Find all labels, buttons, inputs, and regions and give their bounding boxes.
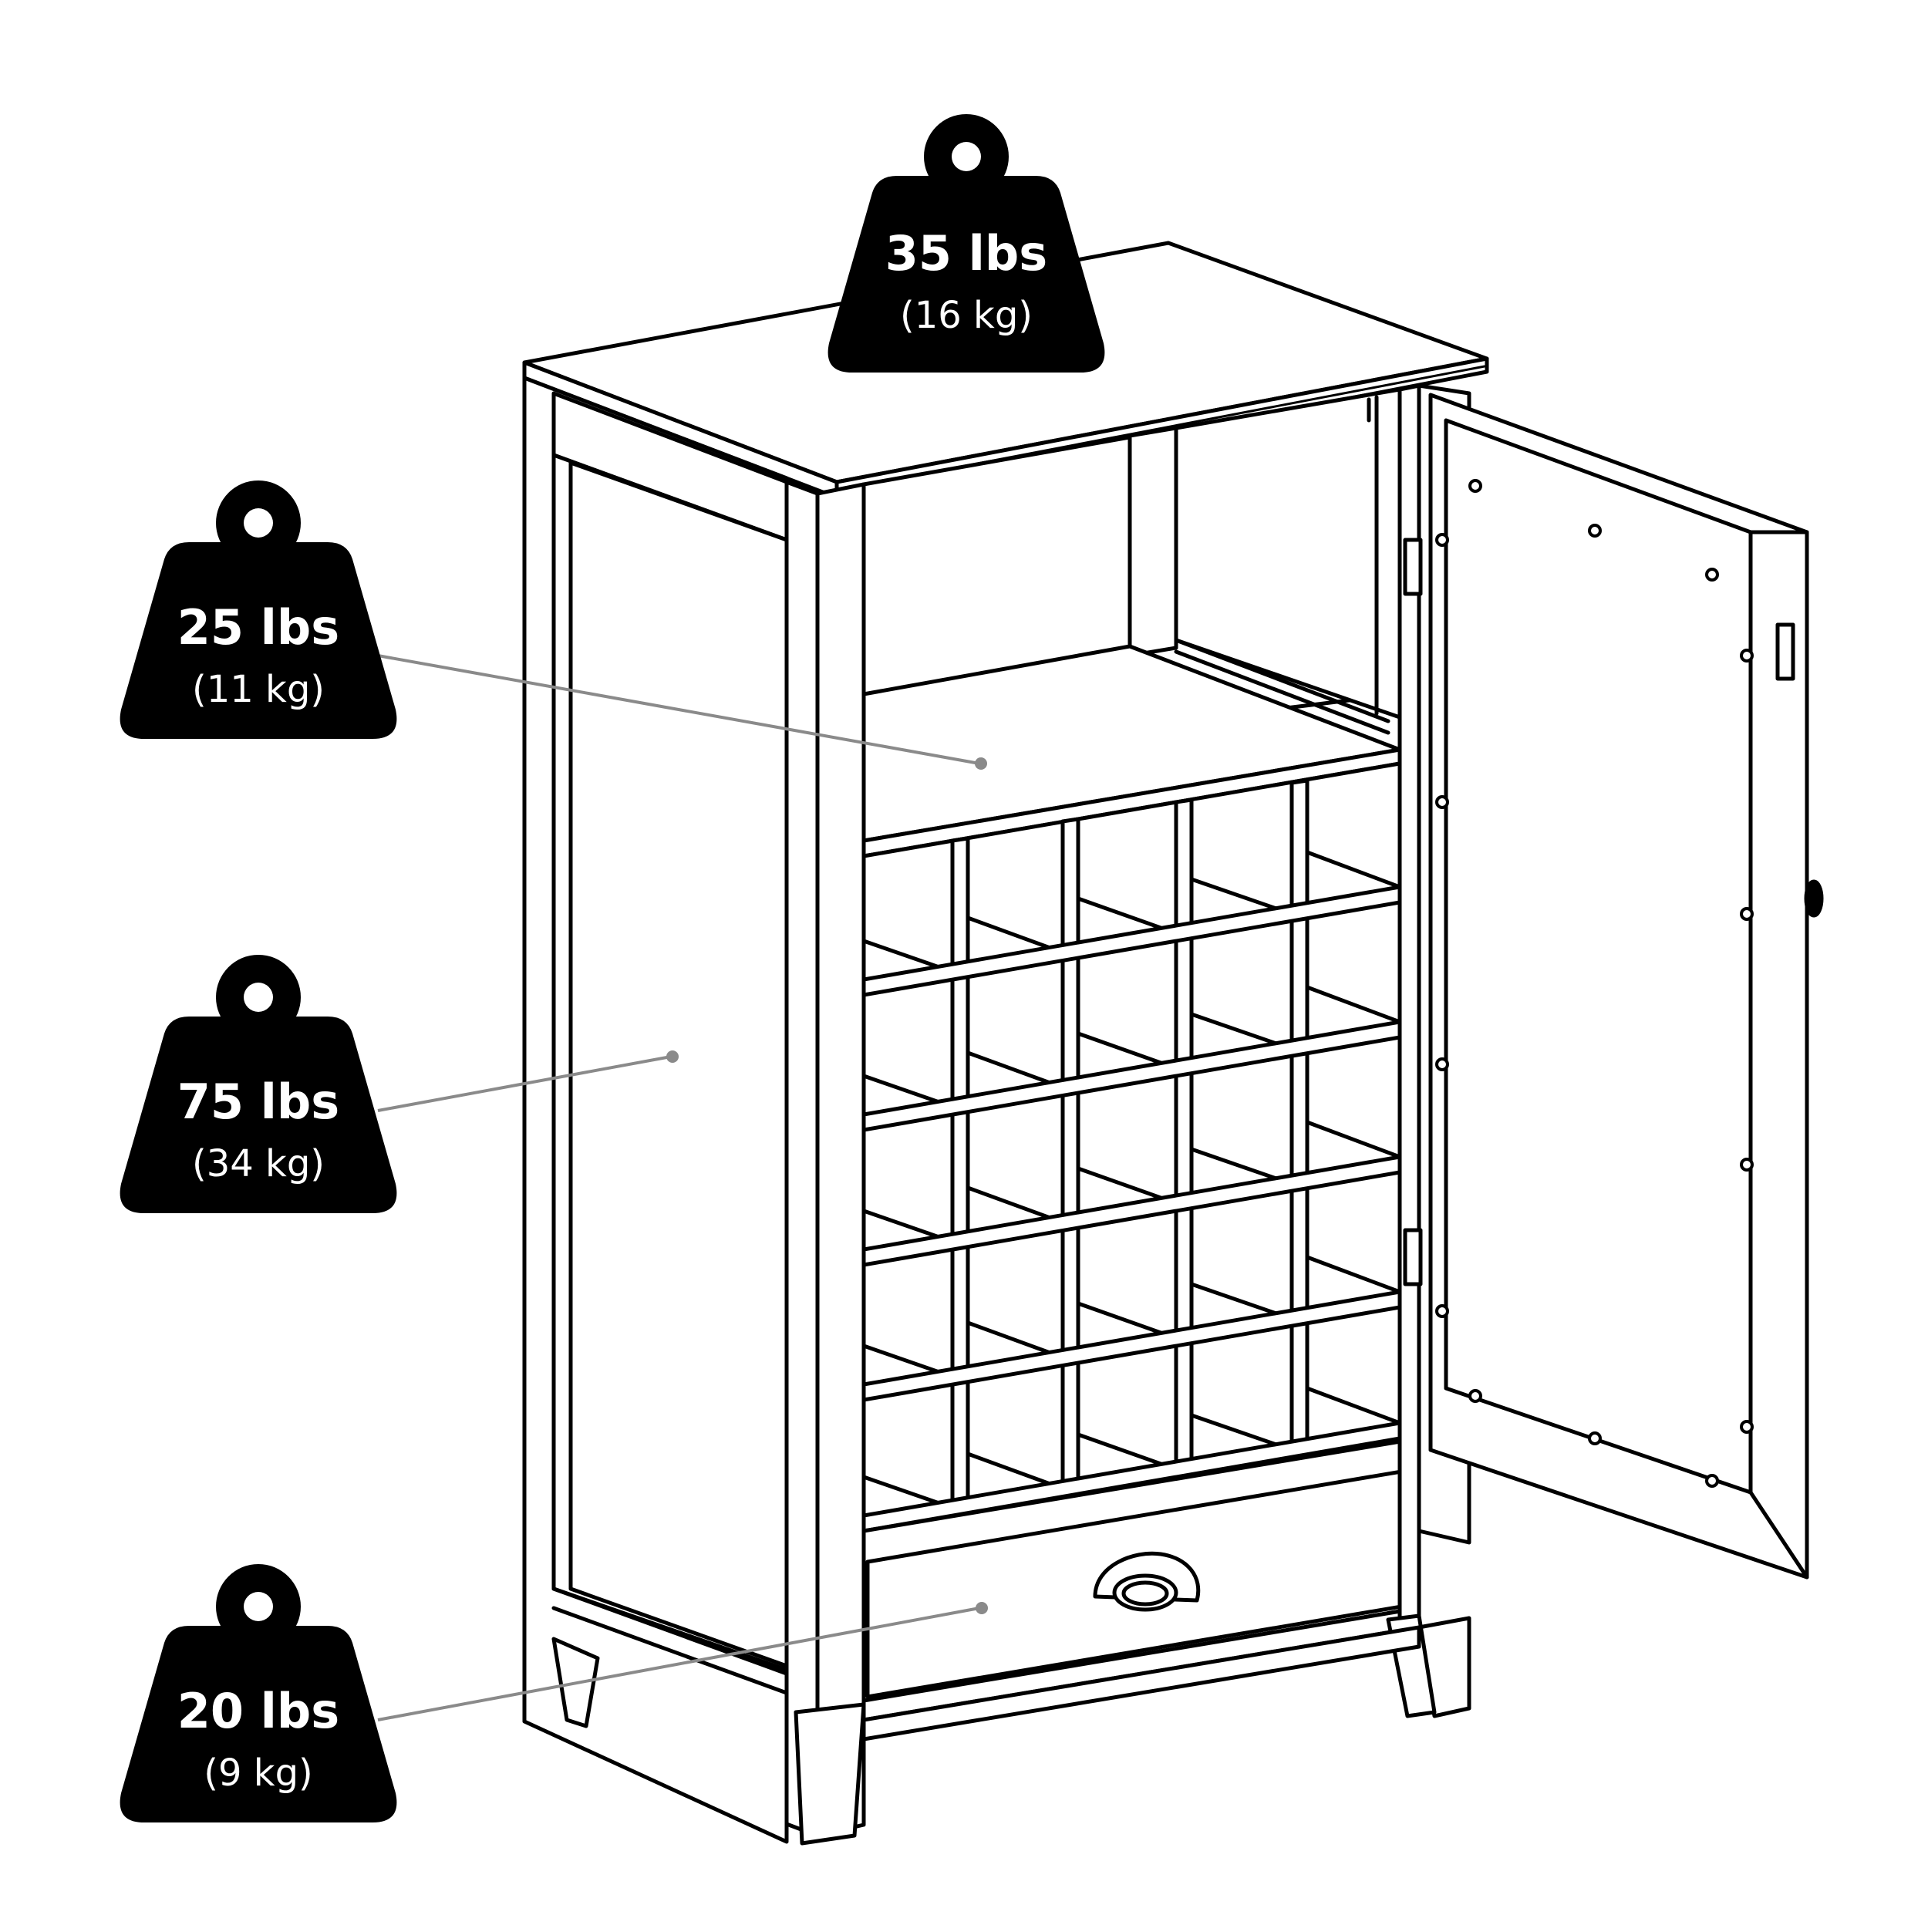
cabinet-shelf [861,644,1402,858]
side-leader-dot [666,1050,679,1063]
cabinet-front-left-post [784,480,866,1846]
cabinet-left-side [522,376,789,1844]
weight-side-label: 75 lbs [177,1074,339,1130]
cabinet-drawer [861,1436,1421,1722]
drawer-leader-dot [976,1602,988,1614]
kettlebell-weight-icon [120,1564,397,1822]
shelf-leader-dot [975,757,987,770]
weight-shelf-label: 25 lbs [177,599,339,656]
weight-drawer-label: 20 lbs [177,1683,339,1739]
cabinet-front-right-post [861,383,1471,1741]
weight-shelf-metric: (11 kg) [192,668,325,711]
weight-drawer: 20 lbs (9 kg) [120,1564,397,1822]
shelf-leader-line [377,654,980,765]
wine-cabinet-drawing [522,241,1824,1846]
wine-rack [861,761,1402,1533]
weight-drawer-metric: (9 kg) [204,1752,313,1795]
kettlebell-weight-icon [120,480,397,739]
cabinet-door-open [1367,383,1824,1580]
leader-lines [377,654,988,1721]
weight-side-metric: (34 kg) [192,1142,325,1185]
weight-shelf: 25 lbs (11 kg) [120,480,397,739]
upper-compartment [861,387,1402,762]
weight-side: 75 lbs (34 kg) [120,955,397,1213]
kettlebell-weight-icon [827,114,1105,373]
kettlebell-weight-icon [120,955,397,1213]
weight-top-label: 35 lbs [885,225,1047,282]
weight-top: 35 lbs (16 kg) [827,114,1105,373]
side-leader-line [377,1055,672,1112]
weight-top-metric: (16 kg) [900,294,1033,337]
drawer-leader-line [377,1607,980,1721]
